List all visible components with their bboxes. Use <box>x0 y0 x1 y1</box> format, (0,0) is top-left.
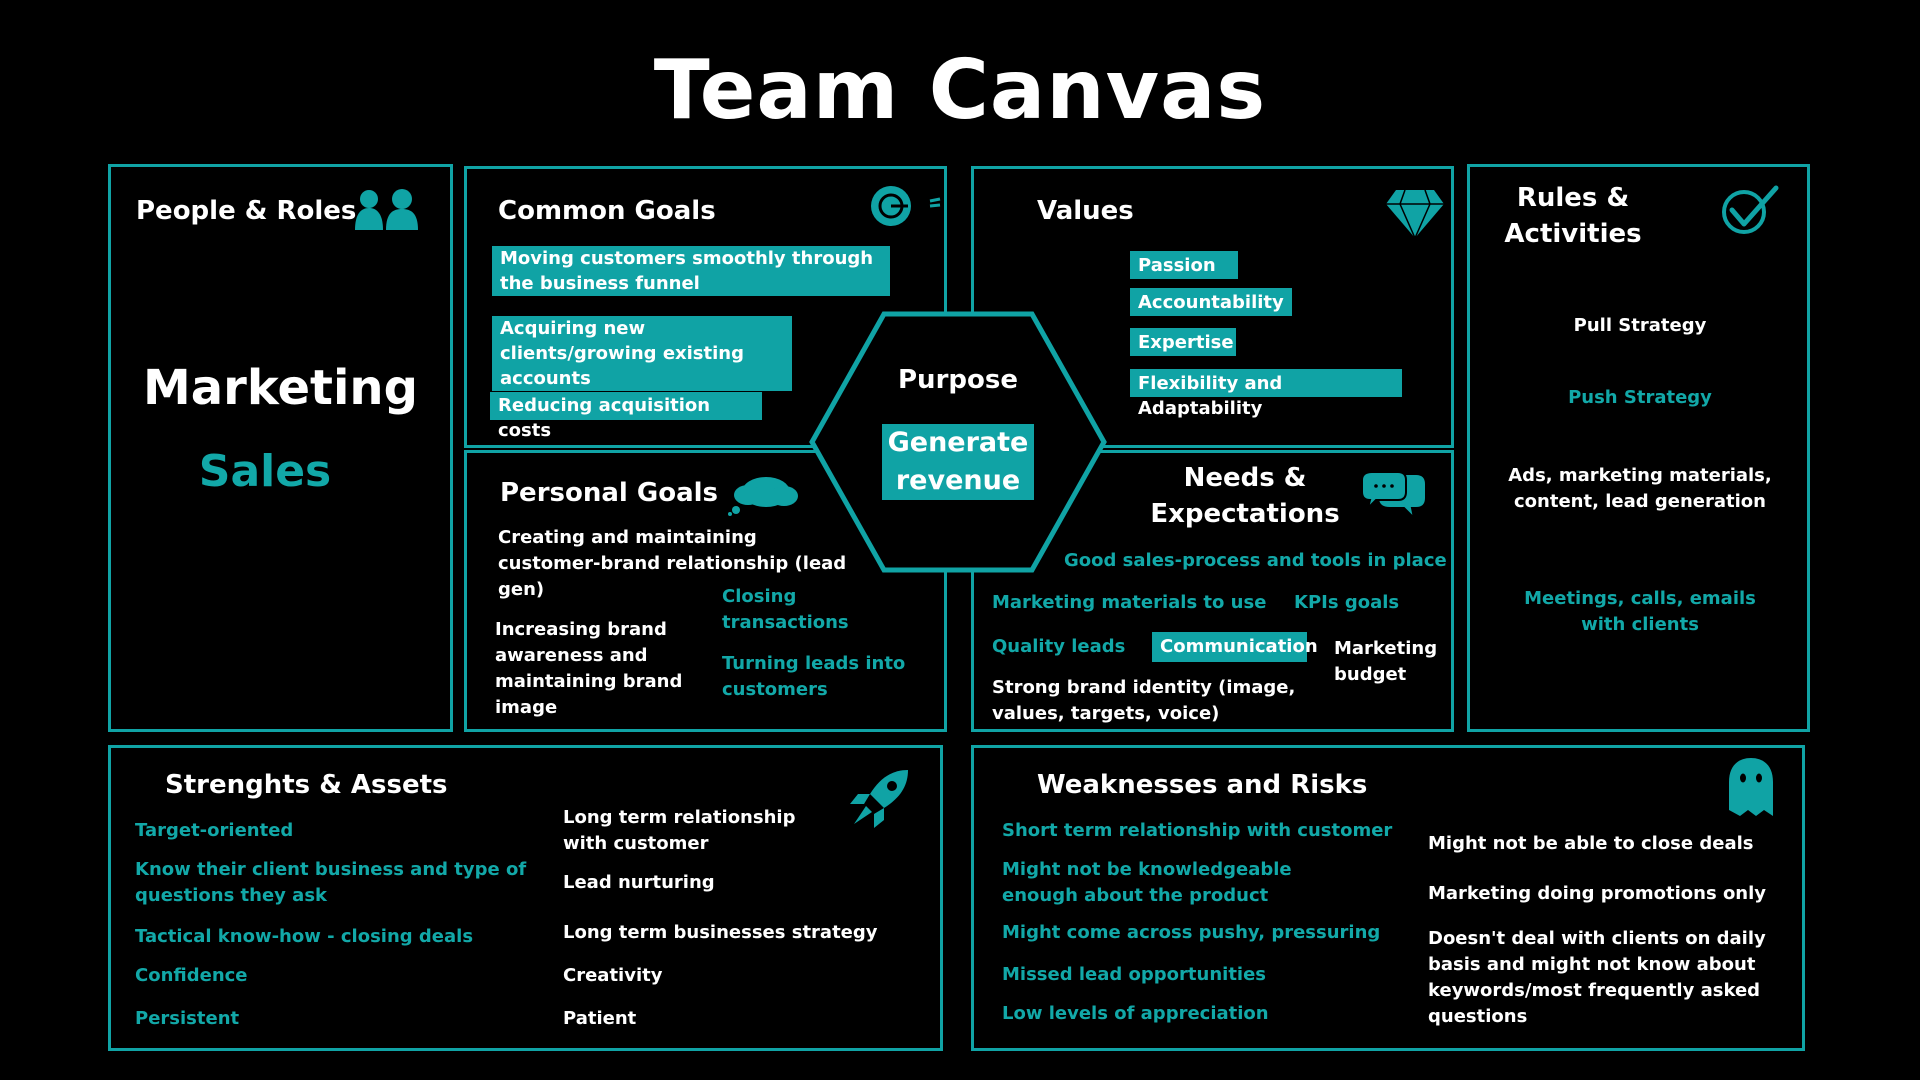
rules-heading-line1: Rules & <box>1516 183 1630 213</box>
rule-2: Push Strategy <box>1568 387 1712 408</box>
need-2: Marketing materials to use <box>992 592 1267 613</box>
rocket-icon <box>850 770 908 828</box>
personal-goal-3: Closing transactions <box>722 586 849 633</box>
strength-3: Tactical know-how - closing deals <box>135 926 474 947</box>
values-panel <box>971 166 1454 448</box>
weakness-2: Might not be knowledgeable enough about … <box>1002 859 1292 906</box>
people-icon <box>355 189 418 230</box>
rule-4: Meetings, calls, emails with clients <box>1524 588 1756 635</box>
strength-1: Target-oriented <box>135 820 294 841</box>
needs-heading-line2: Expectations <box>1150 499 1340 529</box>
needs-heading-line1: Needs & <box>1183 463 1307 493</box>
role-sales: Sales <box>198 446 332 497</box>
weakness-7: Marketing doing promotions only <box>1428 883 1767 904</box>
strength-10: Patient <box>563 1008 637 1029</box>
need-1: Good sales-process and tools in place <box>1064 550 1447 571</box>
value-1: Passion <box>1130 251 1238 279</box>
common-goal-2: Acquiring new clients/growing existing a… <box>492 316 792 391</box>
people-roles-panel <box>108 164 453 732</box>
values-heading: Values <box>1037 196 1134 226</box>
common-goal-1: Moving customers smoothly through the bu… <box>492 246 890 296</box>
personal-goal-2: Increasing brand awareness and maintaini… <box>495 619 683 718</box>
rules-activities-panel <box>1467 164 1810 732</box>
weakness-6: Might not be able to close deals <box>1428 833 1754 854</box>
chat-bubbles-icon <box>1361 471 1427 520</box>
need-3: KPIs goals <box>1294 592 1400 613</box>
purpose-value: Generate revenue <box>882 424 1034 500</box>
common-goal-3: Reducing acquisition costs <box>490 392 762 441</box>
need-6: Marketing budget <box>1334 638 1438 685</box>
ghost-icon <box>1729 758 1773 816</box>
personal-goals-panel <box>464 450 947 732</box>
weakness-8: Doesn't deal with clients on daily basis… <box>1428 928 1766 1027</box>
personal-goal-4: Turning leads into customers <box>722 653 906 700</box>
strength-2: Know their client business and type of q… <box>135 859 527 906</box>
strength-5: Persistent <box>135 1008 240 1029</box>
weaknesses-risks-panel <box>971 745 1805 1051</box>
rule-3: Ads, marketing materials, content, lead … <box>1508 465 1772 512</box>
strengths-assets-panel <box>108 745 943 1051</box>
weakness-3: Might come across pushy, pressuring <box>1002 922 1381 943</box>
value-4: Flexibility and Adaptability <box>1130 369 1402 419</box>
page-title: Team Canvas <box>653 43 1267 138</box>
weakness-1: Short term relationship with customer <box>1002 820 1393 841</box>
checkmark-icon <box>1722 185 1779 234</box>
strength-9: Creativity <box>563 965 663 986</box>
personal-goals-heading: Personal Goals <box>500 478 719 508</box>
need-5: Communication <box>1152 632 1318 662</box>
weakness-5: Low levels of appreciation <box>1002 1003 1269 1024</box>
strength-4: Confidence <box>135 965 248 986</box>
cloud-icon <box>728 477 798 516</box>
need-4: Quality leads <box>992 636 1126 657</box>
people-roles-heading: People & Roles <box>136 196 357 226</box>
strength-8: Long term businesses strategy <box>563 922 878 943</box>
value-2: Accountability <box>1130 288 1292 316</box>
needs-expectations-panel <box>971 450 1454 732</box>
strength-6: Long term relationship with customer <box>563 807 796 854</box>
common-goals-heading: Common Goals <box>498 196 716 226</box>
personal-goal-1: Creating and maintaining customer-brand … <box>498 527 847 600</box>
purpose-heading: Purpose <box>898 365 1018 395</box>
target-icon <box>871 186 941 226</box>
need-7: Strong brand identity (image, values, ta… <box>992 677 1296 724</box>
value-3: Expertise <box>1130 328 1236 356</box>
rule-1: Pull Strategy <box>1573 315 1707 336</box>
strength-7: Lead nurturing <box>563 872 715 893</box>
diamond-icon <box>1386 189 1444 240</box>
weakness-4: Missed lead opportunities <box>1002 964 1267 985</box>
strengths-heading: Strenghts & Assets <box>165 770 448 800</box>
common-goals-panel <box>464 166 947 448</box>
role-marketing: Marketing <box>143 360 418 416</box>
weaknesses-heading: Weaknesses and Risks <box>1037 770 1368 800</box>
rules-heading-line2: Activities <box>1504 219 1642 249</box>
